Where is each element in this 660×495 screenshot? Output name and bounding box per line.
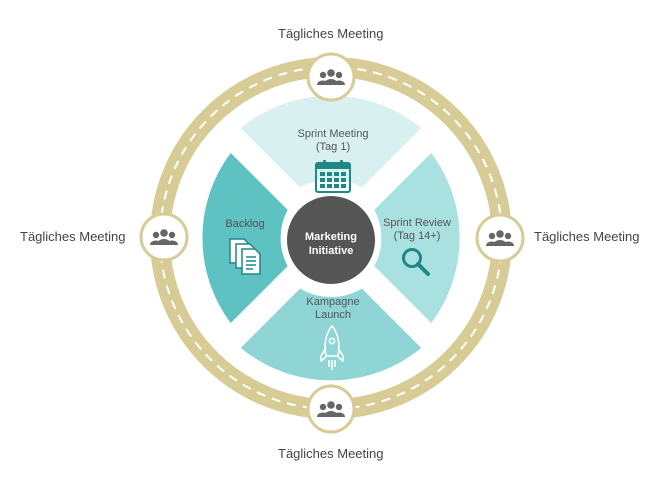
meeting-label-right: Tägliches Meeting <box>534 229 640 244</box>
segment-left <box>202 153 288 323</box>
center-circle <box>287 196 375 284</box>
people-group-icon <box>150 229 178 245</box>
segment-right-label-line1: Sprint Review <box>383 217 451 229</box>
segment-top-label-line2: (Tag 1) <box>316 141 350 153</box>
segment-left-label: Backlog <box>225 218 264 230</box>
quadrant-segments <box>202 95 460 381</box>
meeting-badge-right <box>475 213 525 263</box>
segment-bottom <box>240 288 422 381</box>
segment-bottom-label-line2: Launch <box>315 309 351 321</box>
calendar-icon <box>315 160 351 193</box>
meeting-badge-left <box>139 212 189 262</box>
segment-top-label-line1: Sprint Meeting <box>298 128 369 140</box>
people-group-icon <box>486 230 514 246</box>
segment-bottom-label-line1: Kampagne <box>306 296 359 308</box>
center-label-line2: Initiative <box>309 245 354 257</box>
meeting-badge-top <box>306 52 356 102</box>
meeting-label-left: Tägliches Meeting <box>20 229 126 244</box>
segment-right <box>374 153 460 323</box>
meeting-badge-bottom <box>306 384 356 434</box>
documents-icon <box>229 238 261 275</box>
people-group-icon <box>317 69 345 85</box>
rocket-icon <box>320 325 344 370</box>
people-group-icon <box>317 401 345 417</box>
segment-top <box>240 95 422 188</box>
center-label-line1: Marketing <box>305 231 357 243</box>
meeting-label-bottom: Tägliches Meeting <box>278 446 384 461</box>
magnifier-icon <box>402 248 430 276</box>
segment-right-label-line2: (Tag 14+) <box>394 230 441 242</box>
meeting-label-top: Tägliches Meeting <box>278 26 384 41</box>
